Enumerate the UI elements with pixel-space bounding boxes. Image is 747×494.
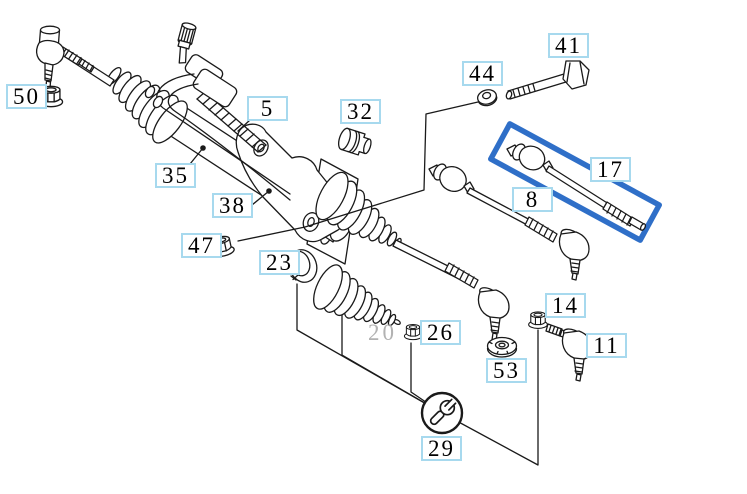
steering-rack-assembly <box>35 22 510 342</box>
part-label-14[interactable]: 14 <box>545 293 586 318</box>
leader-dot-35 <box>200 145 206 151</box>
part-label-41[interactable]: 41 <box>548 33 589 58</box>
tie-rod-end-11 <box>545 323 593 382</box>
input-shaft <box>177 22 238 108</box>
part-label-35[interactable]: 35 <box>155 163 196 188</box>
leader-lines <box>189 101 539 466</box>
hydraulic-pipes <box>144 73 291 201</box>
boot-right <box>315 171 402 249</box>
wrench-circle <box>420 391 464 435</box>
part-label-44[interactable]: 44 <box>462 61 503 86</box>
wrench-icon <box>429 398 457 426</box>
part-label-5[interactable]: 5 <box>247 96 288 121</box>
part-label-38[interactable]: 38 <box>212 193 253 218</box>
washer-53 <box>486 336 518 358</box>
leader-dot-38 <box>266 188 272 194</box>
part-label-23[interactable]: 23 <box>259 250 300 275</box>
bushing-32 <box>337 127 372 156</box>
part-label-17[interactable]: 17 <box>590 157 631 182</box>
part-label-20: 20 <box>368 320 397 345</box>
part-label-11[interactable]: 11 <box>586 333 627 358</box>
nut-26 <box>403 324 423 341</box>
part-label-53[interactable]: 53 <box>486 358 527 383</box>
bellows-20 <box>313 264 401 327</box>
tie-rod-end-left <box>35 25 115 89</box>
part-label-50[interactable]: 50 <box>6 84 47 109</box>
part-label-8[interactable]: 8 <box>512 187 553 212</box>
part-label-47[interactable]: 47 <box>181 233 222 258</box>
part-label-29[interactable]: 29 <box>421 436 462 461</box>
part-label-32[interactable]: 32 <box>340 99 381 124</box>
washer-44 <box>476 89 498 107</box>
bolt-41 <box>505 60 590 100</box>
part-8-tie-rod <box>428 163 590 281</box>
tie-rod-right <box>392 239 510 342</box>
part-label-26[interactable]: 26 <box>420 320 461 345</box>
part-17-inner-tie-rod <box>506 143 647 231</box>
highlight-box-part-17 <box>488 121 662 243</box>
